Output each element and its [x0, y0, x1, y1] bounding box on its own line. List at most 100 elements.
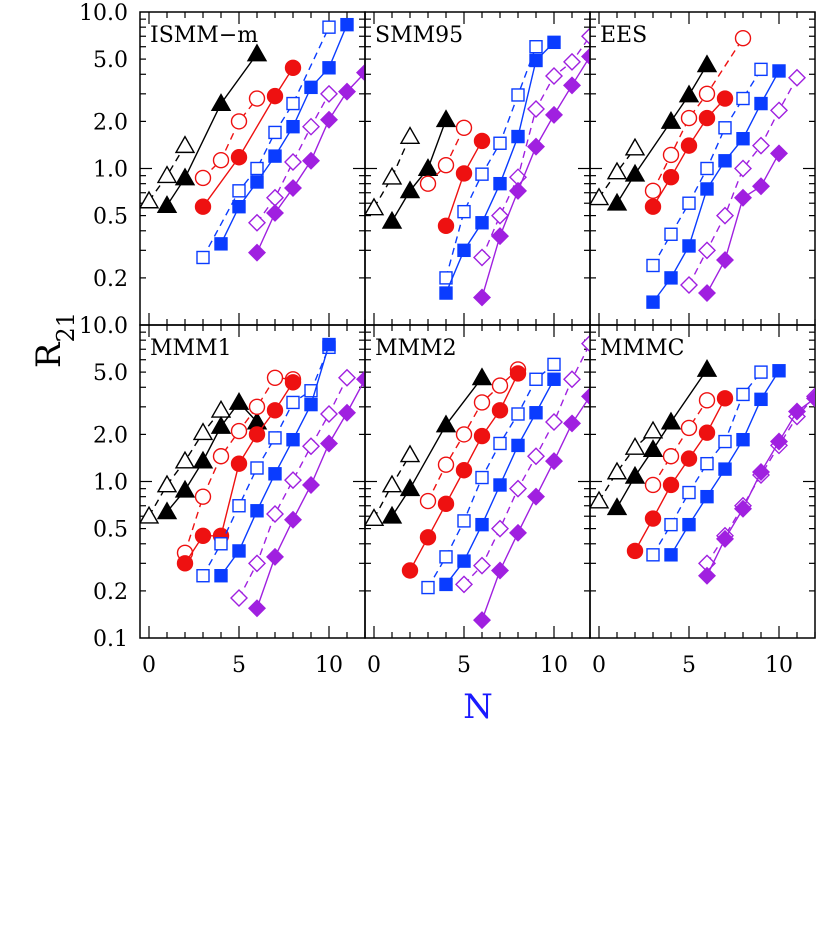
point-blue-square-filled — [322, 337, 336, 352]
x-tick-label: 5 — [682, 653, 696, 678]
point-red-circle-filled — [266, 87, 284, 105]
point-red-circle-filled — [230, 149, 248, 166]
point-blue-square-open — [529, 372, 543, 386]
point-blue-square-filled — [250, 175, 264, 189]
series-line-purple-filled — [706, 397, 815, 577]
panel-5: MMM2 — [364, 324, 591, 639]
point-blue-square-filled — [736, 132, 750, 146]
point-red-circle-filled — [473, 132, 491, 150]
point-blue-square-open — [754, 365, 768, 379]
point-blue-square-filled — [529, 53, 543, 68]
y-tick-label: 5.0 — [93, 48, 128, 73]
point-black-triangle-open — [381, 166, 403, 185]
point-black-triangle-filled — [435, 109, 457, 128]
point-black-triangle-filled — [696, 359, 718, 377]
panel-frame — [139, 324, 366, 639]
point-red-circle-filled — [644, 198, 662, 215]
point-purple-diamond-filled — [563, 414, 581, 433]
point-purple-diamond-filled — [320, 110, 338, 129]
point-blue-square-filled — [493, 478, 507, 492]
point-red-circle-filled — [284, 59, 302, 76]
point-black-triangle-filled — [174, 479, 196, 498]
point-black-triangle-open — [140, 505, 160, 524]
x-tick-label: 0 — [367, 653, 381, 678]
point-red-circle-open — [644, 182, 662, 200]
point-purple-diamond-filled — [473, 288, 491, 307]
point-purple-diamond-open — [527, 447, 545, 466]
y-tick-label: 0.5 — [93, 518, 128, 543]
point-purple-diamond-open — [698, 241, 716, 260]
point-purple-diamond-filled — [752, 177, 770, 196]
point-black-triangle-open — [606, 461, 628, 480]
point-red-circle-filled — [680, 450, 698, 467]
point-purple-diamond-filled — [563, 76, 581, 95]
x-tick-label: 5 — [232, 653, 246, 678]
point-black-triangle-open — [192, 422, 214, 441]
point-blue-square-open — [700, 161, 714, 176]
series-line-purple-open — [256, 93, 330, 224]
point-red-circle-open — [473, 394, 491, 411]
point-red-circle-filled — [455, 165, 473, 182]
point-blue-square-filled — [718, 462, 732, 476]
point-blue-square-open — [196, 569, 210, 583]
panel-marks — [365, 27, 590, 307]
point-blue-square-open — [511, 88, 525, 102]
series-line-red-filled — [634, 397, 726, 552]
point-red-circle-open — [212, 448, 230, 465]
point-blue-square-filled — [700, 489, 714, 504]
point-purple-diamond-open — [302, 437, 320, 456]
point-purple-diamond-filled — [491, 227, 509, 246]
point-blue-square-open — [232, 499, 246, 513]
point-purple-diamond-open — [338, 368, 356, 387]
point-black-triangle-open — [590, 490, 610, 509]
point-blue-square-open — [268, 431, 282, 445]
point-purple-diamond-open — [320, 84, 338, 103]
panel-marks — [140, 337, 365, 618]
point-blue-square-filled — [340, 17, 354, 32]
point-purple-diamond-filled — [509, 181, 527, 200]
point-black-triangle-filled — [624, 163, 646, 182]
panel-3: EES — [589, 11, 816, 326]
point-red-circle-filled — [266, 402, 284, 419]
point-purple-diamond-filled — [302, 475, 320, 494]
point-blue-square-filled — [232, 544, 246, 558]
point-purple-diamond-open — [545, 413, 563, 431]
series-line-black-filled — [166, 53, 258, 206]
point-black-triangle-filled — [417, 158, 439, 176]
point-blue-square-open — [700, 456, 714, 471]
point-black-triangle-filled — [399, 180, 421, 199]
point-blue-square-open — [493, 136, 507, 150]
point-blue-square-open — [646, 548, 660, 562]
series-line-black-open — [148, 145, 186, 202]
point-purple-diamond-filled — [320, 434, 338, 453]
point-purple-diamond-open — [491, 519, 509, 538]
panel-1: ISMM−m — [139, 11, 366, 326]
point-black-triangle-filled — [435, 414, 457, 433]
point-blue-square-filled — [511, 129, 525, 144]
panel-4: MMM1 — [139, 324, 366, 639]
point-purple-diamond-filled — [545, 105, 563, 124]
point-blue-square-filled — [754, 392, 768, 407]
series-line-blue-open — [202, 26, 330, 258]
point-red-circle-open — [455, 426, 473, 443]
point-black-triangle-open — [624, 137, 646, 156]
point-purple-diamond-filled — [788, 402, 806, 421]
series-line-purple-filled — [481, 56, 590, 298]
x-tick-label: 0 — [592, 653, 606, 678]
point-red-circle-filled — [626, 542, 644, 560]
point-purple-diamond-open — [230, 589, 248, 608]
point-black-triangle-open — [606, 161, 628, 180]
point-blue-square-filled — [322, 61, 336, 75]
point-purple-diamond-filled — [248, 599, 266, 618]
point-blue-square-open — [682, 485, 696, 500]
point-black-triangle-filled — [606, 192, 628, 211]
point-black-triangle-filled — [660, 411, 682, 430]
series-line-black-open — [598, 430, 654, 502]
point-red-circle-open — [419, 492, 437, 510]
panel-6: MMMC — [589, 324, 816, 639]
point-purple-diamond-open — [770, 101, 788, 120]
point-red-circle-open — [248, 398, 266, 416]
y-axis-title: R21 — [29, 312, 80, 368]
point-red-circle-filled — [194, 198, 212, 215]
